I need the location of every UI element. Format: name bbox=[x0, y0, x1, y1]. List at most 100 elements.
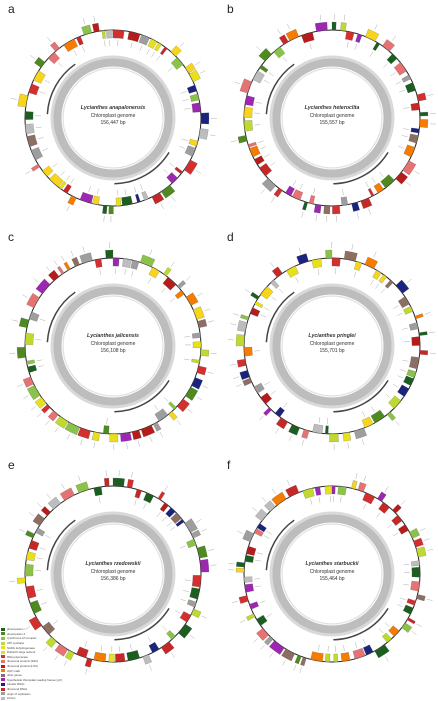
gene-label-tick bbox=[71, 179, 74, 184]
gene-label-tick bbox=[196, 170, 201, 173]
gene-block bbox=[245, 96, 255, 106]
gene-label-tick bbox=[407, 279, 412, 283]
gene-block bbox=[110, 434, 118, 442]
legend-label: photosystem II bbox=[7, 632, 25, 636]
gene-label-tick bbox=[230, 324, 236, 325]
gene-block bbox=[135, 194, 140, 202]
gene-block bbox=[354, 261, 362, 270]
gene-label-tick bbox=[66, 176, 70, 181]
gene-label-tick bbox=[86, 669, 88, 675]
gene-label-tick bbox=[254, 125, 260, 126]
gene-block bbox=[28, 365, 37, 373]
gene-block bbox=[338, 486, 347, 495]
gene-block bbox=[102, 205, 107, 213]
legend-swatch bbox=[1, 683, 5, 686]
genome-size: 155,557 bp bbox=[272, 120, 392, 128]
gene-label-tick bbox=[343, 645, 344, 651]
gene-block bbox=[381, 174, 395, 187]
gene-label-tick bbox=[427, 94, 433, 95]
gene-block bbox=[289, 424, 300, 435]
gene-block bbox=[25, 111, 33, 119]
gene-block bbox=[175, 167, 183, 174]
genome-subtitle: Chloroplast genome bbox=[272, 341, 392, 349]
gene-block bbox=[244, 107, 253, 118]
gene-label-tick bbox=[170, 527, 175, 531]
legend-swatch bbox=[1, 678, 5, 681]
gene-block bbox=[255, 301, 264, 308]
gene-label-tick bbox=[150, 437, 152, 443]
gene-block bbox=[263, 408, 271, 416]
gene-block bbox=[94, 652, 106, 662]
species-name: Lycianthes heteroclita bbox=[272, 105, 392, 113]
gene-block bbox=[394, 63, 406, 76]
gene-label-tick bbox=[396, 82, 401, 85]
gene-label-tick bbox=[255, 586, 261, 587]
gene-label-tick bbox=[23, 396, 28, 399]
gene-label-tick bbox=[399, 90, 405, 92]
gene-block bbox=[419, 332, 427, 336]
gene-block bbox=[372, 270, 381, 280]
gene-label-tick bbox=[355, 44, 357, 50]
gene-label-tick bbox=[394, 305, 399, 308]
gene-block bbox=[245, 584, 254, 593]
gene-block bbox=[116, 198, 121, 206]
genome-subtitle: Chloroplast genome bbox=[272, 569, 392, 577]
gene-label-tick bbox=[67, 206, 70, 211]
gene-label-tick bbox=[372, 178, 375, 183]
gene-label-tick bbox=[157, 512, 161, 517]
gene-label-tick bbox=[151, 52, 154, 57]
legend-label: transfer RNAs bbox=[7, 682, 25, 686]
gene-block bbox=[25, 124, 34, 134]
gene-block bbox=[113, 258, 119, 266]
gene-block bbox=[29, 540, 39, 550]
gene-block bbox=[398, 525, 408, 535]
gene-label-tick bbox=[85, 641, 87, 647]
legend-swatch bbox=[1, 674, 5, 677]
species-name: Lycianthes rzedowskii bbox=[53, 561, 173, 569]
gene-label-tick bbox=[261, 189, 265, 193]
gene-block bbox=[236, 334, 245, 346]
gene-label-tick bbox=[195, 62, 200, 65]
gene-label-tick bbox=[36, 127, 42, 128]
gene-label-tick bbox=[25, 171, 30, 174]
gene-label-tick bbox=[362, 411, 365, 416]
gene-label-tick bbox=[402, 135, 408, 136]
gene-block bbox=[27, 385, 40, 399]
gene-label-tick bbox=[61, 484, 64, 489]
gene-label-tick bbox=[183, 99, 189, 100]
gene-block bbox=[302, 202, 307, 211]
gene-label-tick bbox=[264, 80, 269, 83]
gene-label-tick bbox=[207, 372, 213, 374]
gene-label-tick bbox=[254, 638, 259, 642]
legend-swatch bbox=[1, 660, 5, 663]
gene-block bbox=[50, 42, 59, 52]
gene-label-tick bbox=[363, 639, 366, 644]
species-name: Lycianthes jalicensis bbox=[53, 333, 173, 341]
gene-block bbox=[139, 35, 150, 45]
gene-label-tick bbox=[403, 108, 409, 109]
gene-label-tick bbox=[375, 284, 379, 289]
gene-label-tick bbox=[302, 212, 304, 218]
gene-label-tick bbox=[412, 631, 417, 634]
gene-label-tick bbox=[272, 297, 277, 301]
genome-size: 156,447 bp bbox=[53, 120, 173, 128]
gene-label-tick bbox=[386, 394, 390, 398]
gene-label-tick bbox=[267, 531, 272, 534]
gene-label-tick bbox=[385, 656, 388, 661]
gene-label-tick bbox=[271, 197, 275, 202]
gene-label-tick bbox=[262, 497, 266, 501]
gene-block bbox=[95, 259, 102, 268]
species-name: Lycianthes pringlei bbox=[272, 333, 392, 341]
gene-label-tick bbox=[38, 137, 44, 139]
gene-label-tick bbox=[37, 558, 43, 559]
gene-block bbox=[199, 128, 209, 139]
gene-block bbox=[29, 84, 40, 95]
legend-label: other genes bbox=[7, 673, 22, 677]
gene-label-tick bbox=[202, 616, 207, 619]
gene-block bbox=[122, 259, 131, 268]
gene-block bbox=[244, 577, 252, 583]
gene-block bbox=[168, 402, 176, 410]
